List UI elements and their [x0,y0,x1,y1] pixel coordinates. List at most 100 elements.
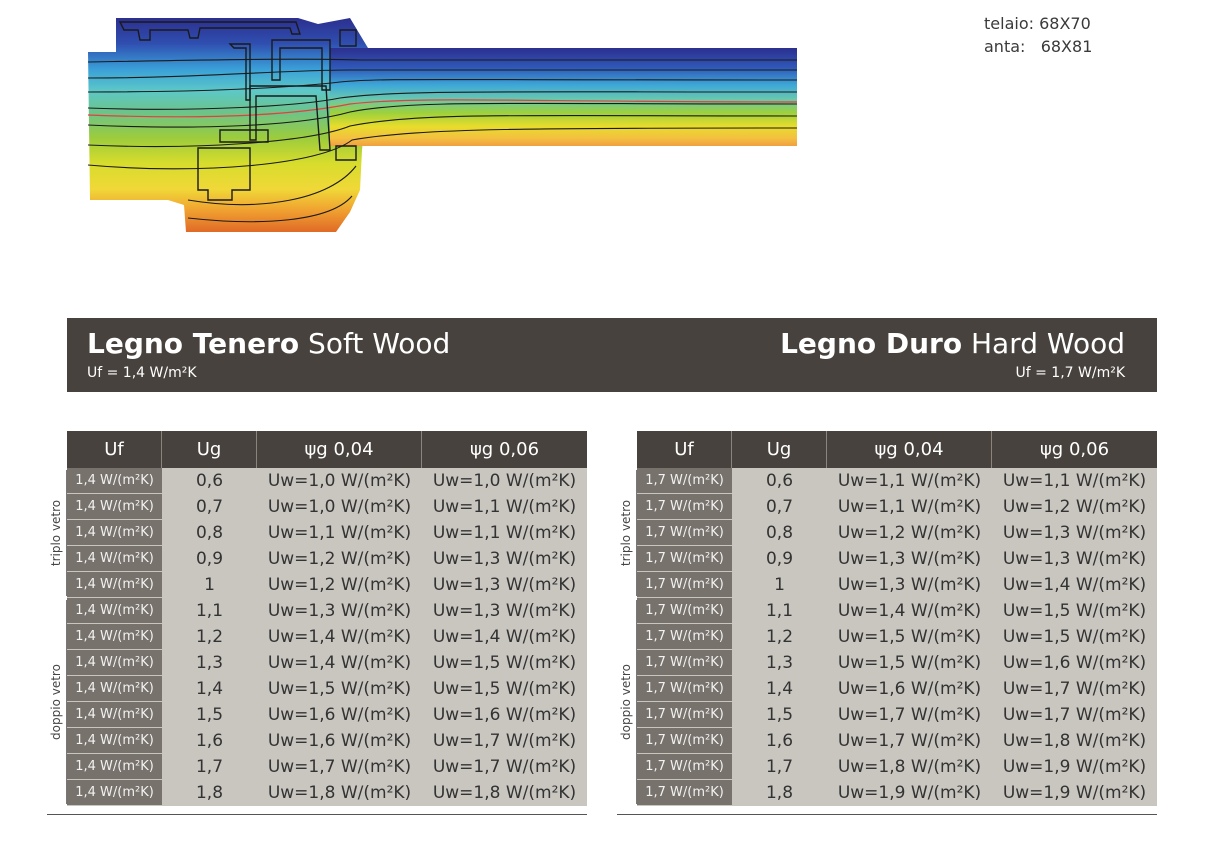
uw-cell: Uw=1,2 W/(m²K) [1002,497,1147,517]
uf-cell: 1,4 W/(m²K) [67,624,162,650]
uf-cell: 1,7 W/(m²K) [637,780,732,806]
group-bracket [636,600,637,804]
hard-wood-subtitle: Hard Wood [971,327,1125,360]
uw-cell: Uw=1,5 W/(m²K) [1002,601,1147,621]
uw-cell: Uw=1,2 W/(m²K) [837,523,982,543]
uw-cell: Uw=1,7 W/(m²K) [837,731,982,751]
uw-cell: Uw=1,4 W/(m²K) [837,601,982,621]
uw-cell: Uw=1,1 W/(m²K) [432,523,577,543]
uw-cell: Uw=1,4 W/(m²K) [1002,575,1147,595]
group-label: doppio vetro [48,664,63,740]
uw-cell: Uw=1,9 W/(m²K) [1002,757,1147,777]
uw-cell: Uw=1,5 W/(m²K) [432,653,577,673]
uf-cell: 1,4 W/(m²K) [67,650,162,676]
uf-cell: 1,4 W/(m²K) [67,702,162,728]
group-bracket [636,470,637,596]
dimension-value: 68X81 [1040,37,1093,56]
uf-cell: 1,4 W/(m²K) [67,494,162,520]
column-header: ψg 0,04 [257,431,422,468]
column-header: Ug [732,431,827,468]
ug-cell: 1,4 [765,679,794,699]
ug-cell: 0,9 [765,549,794,569]
table-row: 1,7 W/(m²K) 1,8 Uw=1,9 W/(m²K) Uw=1,9 W/(m²… [637,780,1157,806]
ug-cell: 1,1 [765,601,794,621]
ug-cell: 1,2 [765,627,794,647]
uf-cell: 1,7 W/(m²K) [637,754,732,780]
uf-cell: 1,7 W/(m²K) [637,624,732,650]
group-bracket [66,470,67,596]
uf-cell: 1,7 W/(m²K) [637,520,732,546]
column-header: Ug [162,431,257,468]
ug-cell: 0,7 [195,497,224,517]
uw-cell: Uw=1,7 W/(m²K) [432,731,577,751]
soft-wood-uf: Uf = 1,4 W/m²K [87,365,197,381]
uw-cell: Uw=1,1 W/(m²K) [837,471,982,491]
ug-cell: 1,4 [195,679,224,699]
uw-cell: Uw=1,7 W/(m²K) [432,757,577,777]
uf-cell: 1,7 W/(m²K) [637,598,732,624]
column-header: Uf [637,431,732,468]
hard-wood-heading: Legno Duro Hard Wood Uf = 1,7 W/m²K [780,324,1125,382]
profile-dimensions: telaio: 68X70 anta: 68X81 [984,12,1092,58]
uw-cell: Uw=1,9 W/(m²K) [837,783,982,803]
uw-cell: Uw=1,3 W/(m²K) [432,601,577,621]
table-bottom-rule [47,814,587,815]
uw-cell: Uw=1,4 W/(m²K) [432,627,577,647]
ug-cell: 1,2 [195,627,224,647]
uw-cell: Uw=1,2 W/(m²K) [267,575,412,595]
uf-cell: 1,4 W/(m²K) [67,780,162,806]
uw-cell: Uw=1,3 W/(m²K) [267,601,412,621]
hard-wood-uf: Uf = 1,7 W/m²K [1015,365,1125,381]
uw-cell: Uw=1,0 W/(m²K) [432,471,577,491]
column-header: Uf [67,431,162,468]
ug-cell: 1,3 [195,653,224,673]
uw-cell: Uw=1,5 W/(m²K) [837,653,982,673]
uw-cell: Uw=1,9 W/(m²K) [1002,783,1147,803]
ug-cell: 0,8 [765,523,794,543]
uw-cell: Uw=1,5 W/(m²K) [267,679,412,699]
dimension-label: anta: [984,37,1026,56]
uw-cell: Uw=1,3 W/(m²K) [837,575,982,595]
uf-cell: 1,4 W/(m²K) [67,676,162,702]
hard-wood-title: Legno Duro [780,327,963,360]
ug-cell: 1,1 [195,601,224,621]
ug-cell: 1,7 [195,757,224,777]
group-label: triplo vetro [619,499,634,567]
ug-cell: 1,8 [765,783,794,803]
uw-cell: Uw=1,3 W/(m²K) [432,575,577,595]
table-bottom-rule [617,814,1157,815]
ug-cell: 1,5 [195,705,224,725]
uf-cell: 1,4 W/(m²K) [67,546,162,572]
uw-cell: Uw=1,6 W/(m²K) [267,705,412,725]
thermal-section-image [87,18,798,232]
column-header: ψg 0,06 [469,439,540,460]
uw-cell: Uw=1,6 W/(m²K) [432,705,577,725]
uw-cell: Uw=1,8 W/(m²K) [432,783,577,803]
uf-cell: 1,7 W/(m²K) [637,728,732,754]
dimension-row-anta: anta: 68X81 [984,35,1092,58]
dimension-row-telaio: telaio: 68X70 [984,12,1092,35]
dimension-label: telaio: [984,14,1034,33]
uf-cell: 1,7 W/(m²K) [637,676,732,702]
group-bracket [66,600,67,804]
uw-cell: Uw=1,4 W/(m²K) [267,627,412,647]
uf-cell: 1,4 W/(m²K) [67,572,162,598]
uw-cell: Uw=1,7 W/(m²K) [1002,705,1147,725]
uw-cell: Uw=1,0 W/(m²K) [267,471,412,491]
